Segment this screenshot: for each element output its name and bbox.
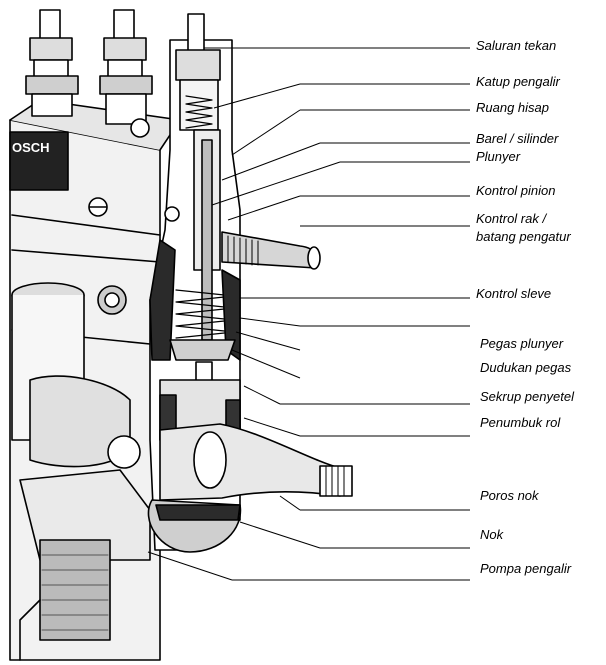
label-katup-pengalir: Katup pengalir [476,74,560,89]
label-pegas-plunyer: Pegas plunyer [480,336,564,351]
spring-seat [169,339,236,361]
label-kontrol-pinion: Kontrol pinion [476,183,556,198]
control-rack [221,231,320,269]
leader-sekrup-penyetel [243,385,281,405]
delivery-pipe-middle [99,9,153,125]
label-sekrup-penyetel: Sekrup penyetel [480,389,574,404]
plunger-spring [175,289,235,339]
label-saluran-tekan: Saluran tekan [476,38,557,53]
delivery-valve-spring [185,95,213,129]
label-kontrol-rak-line2: batang pengatur [476,229,571,244]
leader-poros-nok [279,495,301,511]
label-pompa-pengalir: Pompa pengalir [480,561,572,576]
leader-penumbuk-rol [243,417,301,437]
label-nok: Nok [480,527,504,542]
label-poros-nok: Poros nok [480,488,539,503]
leader-barel [221,142,321,181]
leader-pompa-pengalir [147,551,233,581]
label-barel-silinder: Barel / silinder [476,131,559,146]
label-plunyer: Plunyer [476,149,521,164]
brand-plate-text: OSCH [12,140,50,155]
label-kontrol-sleve: Kontrol sleve [476,286,552,301]
leader-katup-pengalir [213,83,301,109]
label-ruang-hisap: Ruang hisap [476,100,549,115]
leader-ruang-hisap [231,109,301,156]
label-dudukan-pegas: Dudukan pegas [480,360,572,375]
leader-pegas-plunyer-a [239,317,301,327]
leader-kontrol-pinion [227,195,301,221]
brand-plate [9,131,69,191]
leader-plunyer [211,161,341,206]
leader-nok [239,521,321,549]
leader-pegas-plunyer [235,331,301,351]
label-kontrol-rak-line1: Kontrol rak / [476,211,547,226]
label-penumbuk-rol: Penumbuk rol [480,415,561,430]
delivery-pipe-left [25,9,79,117]
leader-dudukan-pegas [231,349,301,379]
